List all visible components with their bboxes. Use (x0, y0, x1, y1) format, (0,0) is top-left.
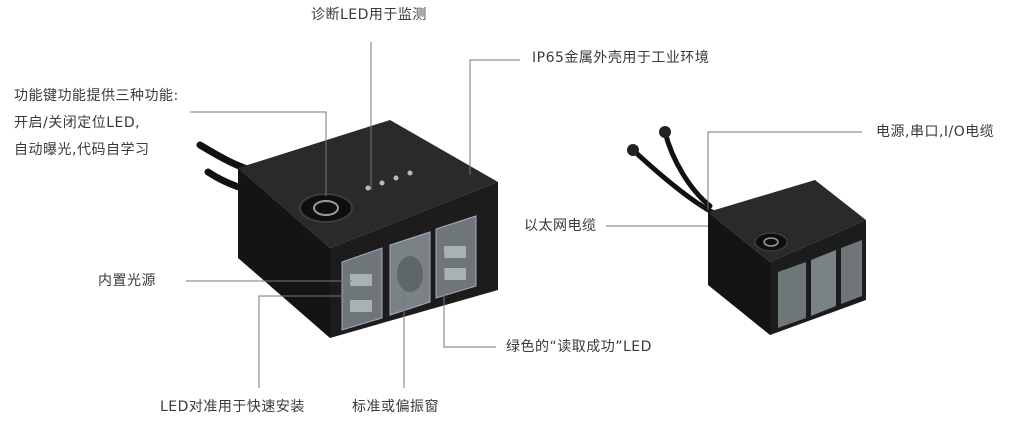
diag-led-3 (393, 175, 399, 181)
label-window: 标准或偏振窗 (352, 399, 439, 415)
right-window-1 (778, 262, 806, 328)
leader-function-key (190, 111, 327, 196)
left-window-1 (341, 247, 383, 331)
right-connector-2 (659, 126, 671, 138)
leader-power-cable (707, 131, 862, 210)
label-read-ok-led: 绿色的“读取成功”LED (506, 339, 652, 355)
right-cable-1 (630, 147, 715, 215)
label-ethernet-cable: 以太网电缆 (524, 218, 597, 234)
left-aim-led (444, 268, 466, 280)
diag-led-2 (379, 180, 385, 186)
left-green-led (444, 246, 466, 258)
left-light-source-1 (350, 274, 372, 286)
left-device-top (238, 120, 498, 248)
left-light-source-2 (350, 300, 372, 312)
diag-led-4 (407, 170, 413, 176)
label-diag-led: 诊断LED用于监测 (311, 7, 427, 23)
right-connector-1 (627, 144, 639, 156)
leader-ip65 (469, 59, 520, 175)
label-function-key-line2: 开启/关闭定位LED, (14, 115, 141, 131)
function-key-button (299, 193, 353, 223)
right-window-3 (841, 240, 862, 304)
right-window-2 (811, 250, 836, 316)
label-light-source: 内置光源 (98, 273, 156, 289)
diag-led-1 (365, 185, 371, 191)
leader-read-ok (443, 254, 496, 348)
label-power-cable: 电源,串口,I/O电缆 (876, 124, 995, 140)
label-aim-led: LED对准用于快速安装 (160, 399, 305, 415)
leader-aim-led (258, 295, 348, 388)
right-cable-2 (662, 129, 713, 209)
right-function-key (754, 232, 788, 252)
right-function-key-ring (763, 237, 779, 247)
right-device-side (708, 212, 770, 335)
left-window-2-lens (397, 256, 423, 292)
right-device-top (708, 180, 866, 262)
label-ip65: IP65金属外壳用于工业环境 (532, 50, 710, 66)
label-function-key-line3: 自动曝光,代码自学习 (14, 142, 150, 158)
label-function-key-line1: 功能键功能提供三种功能: (14, 88, 179, 104)
function-key-ring (313, 200, 339, 216)
